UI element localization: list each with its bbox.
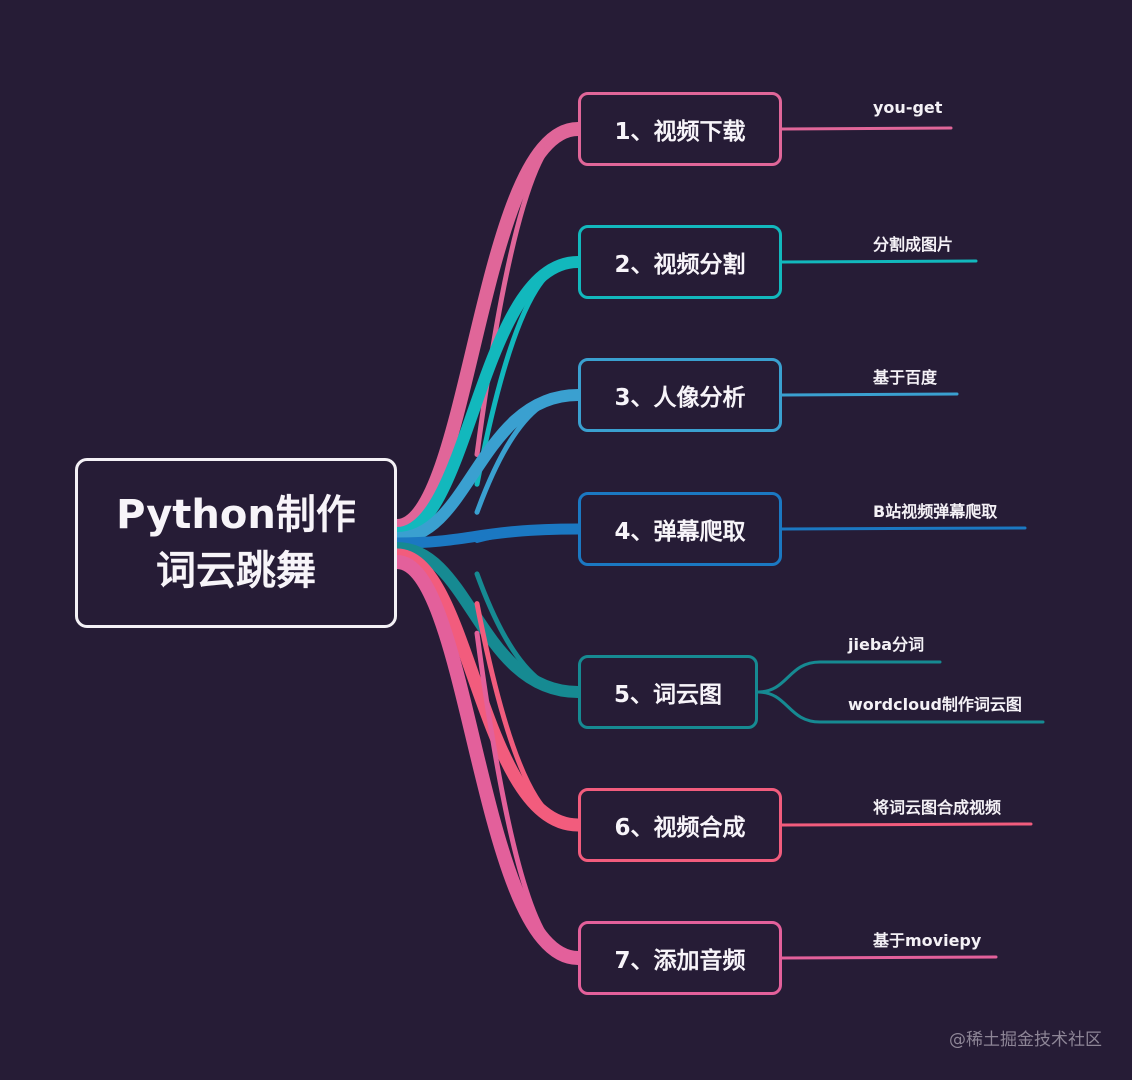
branch-node-6[interactable]: 6、视频合成 [578,788,782,862]
branch-label: 7、添加音频 [614,948,746,974]
leaf-label[interactable]: wordcloud制作词云图 [848,695,1022,714]
leaf-label[interactable]: 基于moviepy [873,931,982,950]
root-title-line-1: Python制作 [116,492,356,538]
leaf-line-6-1 [780,822,1033,827]
connector-root-to-branch-7 [390,555,585,965]
leaf-label[interactable]: B站视频弹幕爬取 [873,502,998,521]
connector-taper-7 [474,630,581,961]
leaf-line-7-1 [780,955,998,960]
branch-label: 1、视频下载 [614,119,746,145]
connector-taper-6 [474,601,581,828]
branch-label: 5、词云图 [613,682,722,708]
leaf-line-2-1 [780,259,978,264]
connector-taper-4 [474,526,581,543]
branch-label: 3、人像分析 [614,385,746,411]
watermark: @稀土掘金技术社区 [949,1030,1102,1050]
leaf-line-3-1 [780,392,959,397]
branch-node-4[interactable]: 4、弹幕爬取 [578,492,782,566]
leaf-label[interactable]: you-get [873,98,943,117]
leaf-label[interactable]: 基于百度 [873,368,938,387]
branch-node-5[interactable]: 5、词云图 [578,655,758,729]
leaf-label[interactable]: 将词云图合成视频 [873,798,1002,817]
branch-node-3[interactable]: 3、人像分析 [578,358,782,432]
leaf-label[interactable]: 分割成图片 [873,235,954,254]
connector-root-to-branch-6 [390,548,585,832]
connector-root-to-branch-1 [390,122,585,533]
leaf-line-1-1 [780,126,953,131]
leaf-line-5-2 [756,690,1045,724]
leaf-label[interactable]: jieba分词 [848,635,925,654]
branch-label: 4、弹幕爬取 [614,519,746,545]
leaf-line-5-1 [756,660,942,694]
connector-taper-3 [474,392,581,515]
connector-taper-5 [474,571,581,695]
branch-node-7[interactable]: 7、添加音频 [578,921,782,995]
root-node[interactable]: Python制作 词云跳舞 [75,458,397,628]
root-title-line-2: 词云跳舞 [156,548,316,594]
leaf-line-4-1 [780,526,1027,531]
branch-node-2[interactable]: 2、视频分割 [578,225,782,299]
branch-label: 2、视频分割 [614,252,746,278]
connector-root-to-branch-2 [391,256,584,539]
branch-node-1[interactable]: 1、视频下载 [578,92,782,166]
connector-taper-2 [474,259,581,487]
branch-label: 6、视频合成 [614,815,746,841]
